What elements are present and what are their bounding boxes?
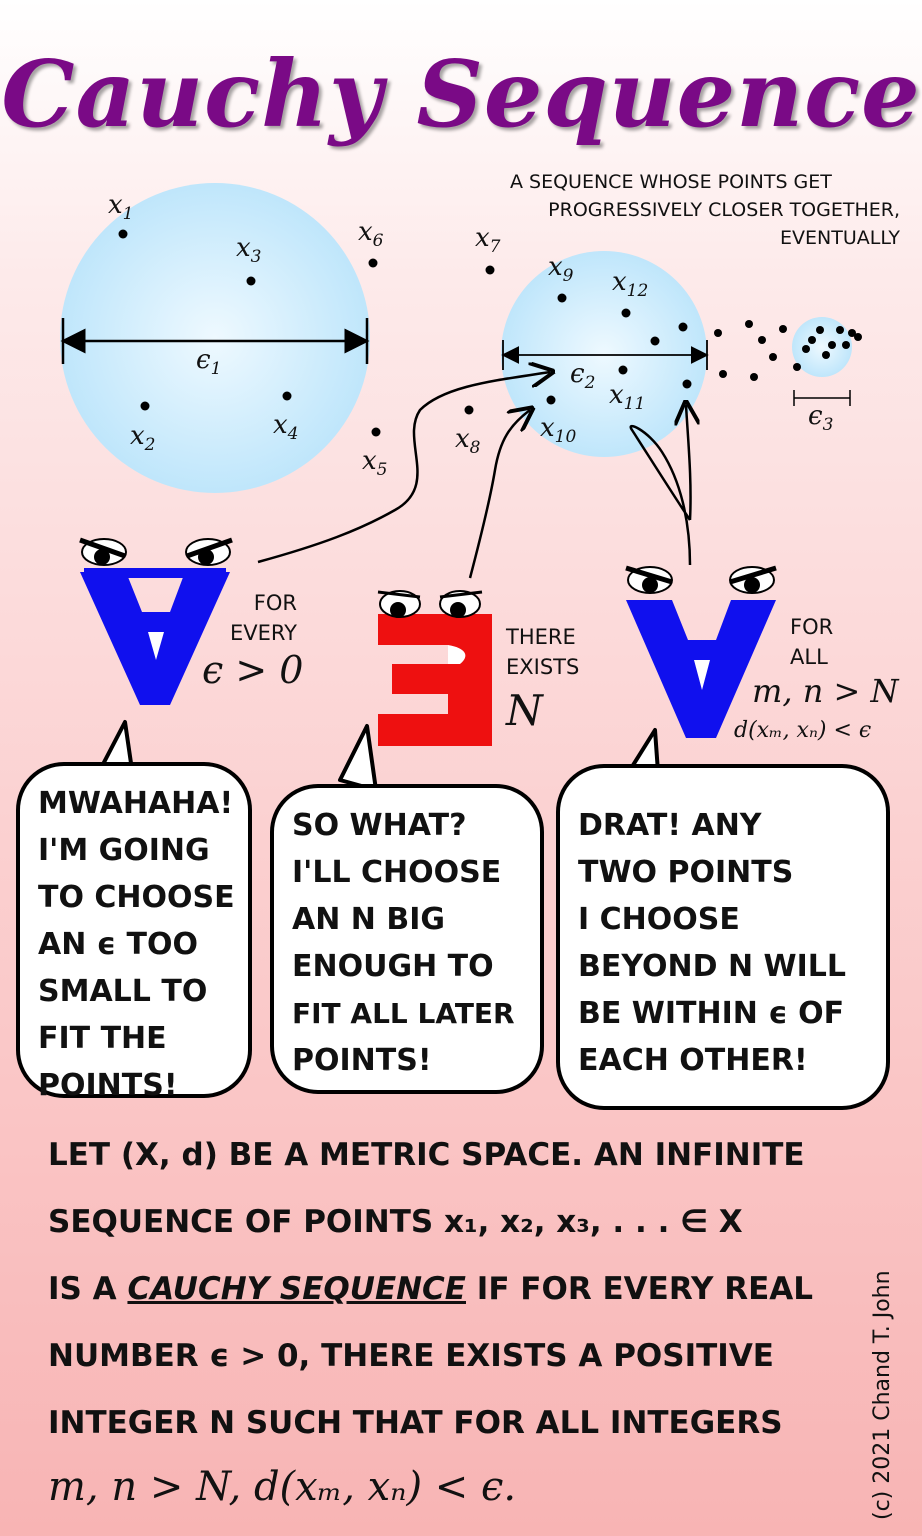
label-x3: x3	[236, 233, 262, 267]
point-x1	[118, 229, 128, 239]
quantifier-3-text: FOR ALL	[790, 612, 833, 672]
bubble-line: MWAHAHA!	[38, 786, 234, 821]
bubble-line: SO WHAT?	[292, 808, 467, 843]
quantifier-text-line: FOR	[253, 591, 297, 615]
bubble-line: AN ϵ TOO	[38, 927, 199, 962]
forall-character-2	[625, 565, 777, 738]
epsilon-ball-2	[501, 251, 707, 457]
bubble-line: BE WITHIN ϵ OF	[578, 996, 845, 1031]
point-x3	[246, 276, 256, 286]
definition-term: CAUCHY SEQUENCE	[127, 1271, 466, 1307]
quantifier-3-math2: d(xₘ, xₙ) < ϵ	[734, 718, 872, 743]
bubble-line: SMALL TO	[38, 974, 208, 1009]
quantifier-1-math: ϵ > 0	[202, 648, 304, 692]
bubble-line: FIT ALL LATER	[292, 997, 515, 1030]
bubble-line: TO CHOOSE	[38, 880, 235, 915]
bubble-line: TWO POINTS	[578, 855, 794, 890]
quantifier-text-line: ALL	[790, 645, 828, 669]
label-epsilon-2: ϵ2	[570, 359, 595, 393]
bubble-line: DRAT! ANY	[578, 808, 762, 843]
copyright: (c) 2021 Chand T. John	[870, 1270, 895, 1520]
caption-line: PROGRESSIVELY CLOSER TOGETHER,	[548, 199, 900, 221]
point-x8	[464, 405, 474, 415]
label-x12: x12	[612, 267, 648, 301]
bubble-line: FIT THE	[38, 1021, 167, 1056]
definition-line: IS A CAUCHY SEQUENCE IF FOR EVERY REAL	[48, 1256, 878, 1323]
exists-character	[377, 590, 492, 746]
speech-bubble-3: DRAT! ANY TWO POINTS I CHOOSE BEYOND N W…	[556, 764, 890, 1110]
definition-line: SEQUENCE OF POINTS x₁, x₂, x₃, . . . ∈ X	[48, 1204, 743, 1240]
point-x7	[485, 265, 495, 275]
quantifier-text-line: EVERY	[230, 621, 297, 645]
definition: LET (X, d) BE A METRIC SPACE. AN INFINIT…	[48, 1122, 878, 1517]
bubble-line: BEYOND N WILL	[578, 949, 847, 984]
point-x4	[282, 391, 292, 401]
speech-bubble-1: MWAHAHA! I'M GOING TO CHOOSE AN ϵ TOO SM…	[16, 762, 252, 1103]
label-x8: x8	[455, 424, 481, 458]
label-x9: x9	[548, 252, 574, 286]
arrow-exists-to-x10	[468, 410, 530, 579]
arrow-forall-to-points	[686, 405, 691, 521]
arrow-forall-to-x11	[629, 424, 692, 566]
exists-symbol	[378, 614, 492, 746]
bubble-line: I'LL CHOOSE	[292, 855, 502, 890]
definition-line: NUMBER ϵ > 0, THERE EXISTS A POSITIVE	[48, 1338, 774, 1374]
definition-line: INTEGER N SUCH THAT FOR ALL INTEGERS	[48, 1405, 783, 1441]
label-x6: x6	[358, 217, 384, 251]
page-title: Cauchy Sequence	[1, 40, 921, 148]
label-x2: x2	[130, 421, 156, 455]
label-x5: x5	[362, 446, 388, 480]
bubble-line: ENOUGH TO	[292, 949, 494, 984]
label-x10: x10	[540, 413, 576, 447]
quantifier-text-line: THERE	[506, 625, 576, 649]
forall-character-1	[79, 537, 233, 705]
quantifier-3-math: m, n > N	[752, 672, 899, 710]
converging-points	[650, 320, 862, 389]
bubble-line: I'M GOING	[38, 833, 210, 868]
point-x2	[140, 401, 150, 411]
point-x6	[368, 258, 378, 268]
bubble-line: AN N BIG	[292, 902, 445, 937]
quantifier-2-text: THERE EXISTS	[506, 622, 579, 682]
definition-line-end: IF FOR EVERY REAL	[466, 1271, 814, 1307]
quantifier-text-line: EXISTS	[506, 655, 580, 679]
label-x11: x11	[609, 380, 645, 414]
definition-line-start: IS A	[48, 1271, 117, 1307]
epsilon-ball-1	[60, 183, 370, 493]
quantifier-2-math: N	[506, 686, 543, 735]
label-x7: x7	[475, 223, 501, 257]
bubble-line: EACH OTHER!	[578, 1043, 808, 1078]
point-x5	[371, 427, 381, 437]
point-x9	[557, 293, 567, 303]
point-x12	[621, 308, 631, 318]
speech-bubble-2: SO WHAT? I'LL CHOOSE AN N BIG ENOUGH TO …	[270, 784, 544, 1094]
caption: A SEQUENCE WHOSE POINTS GET PROGRESSIVEL…	[480, 168, 900, 252]
bubble-line: POINTS!	[292, 1043, 432, 1078]
point-x11	[618, 365, 628, 375]
label-epsilon-3: ϵ3	[808, 401, 833, 435]
caption-line: A SEQUENCE WHOSE POINTS GET	[510, 171, 832, 193]
label-x4: x4	[273, 410, 299, 444]
bubble-tail-2	[338, 724, 378, 792]
definition-formula: m, n > N, d(xₘ, xₙ) < ϵ.	[48, 1464, 517, 1510]
caption-line: EVENTUALLY	[780, 227, 900, 249]
arrow-forall-to-epsilon	[257, 372, 550, 564]
bubble-line: POINTS!	[38, 1068, 178, 1103]
quantifier-1-text: FOR EVERY	[225, 588, 297, 648]
definition-line: LET (X, d) BE A METRIC SPACE. AN INFINIT…	[48, 1137, 805, 1173]
label-x1: x1	[108, 190, 134, 224]
label-epsilon-1: ϵ1	[196, 345, 221, 379]
quantifier-text-line: FOR	[790, 615, 834, 639]
bubble-line: I CHOOSE	[578, 902, 740, 937]
point-x10	[546, 395, 556, 405]
